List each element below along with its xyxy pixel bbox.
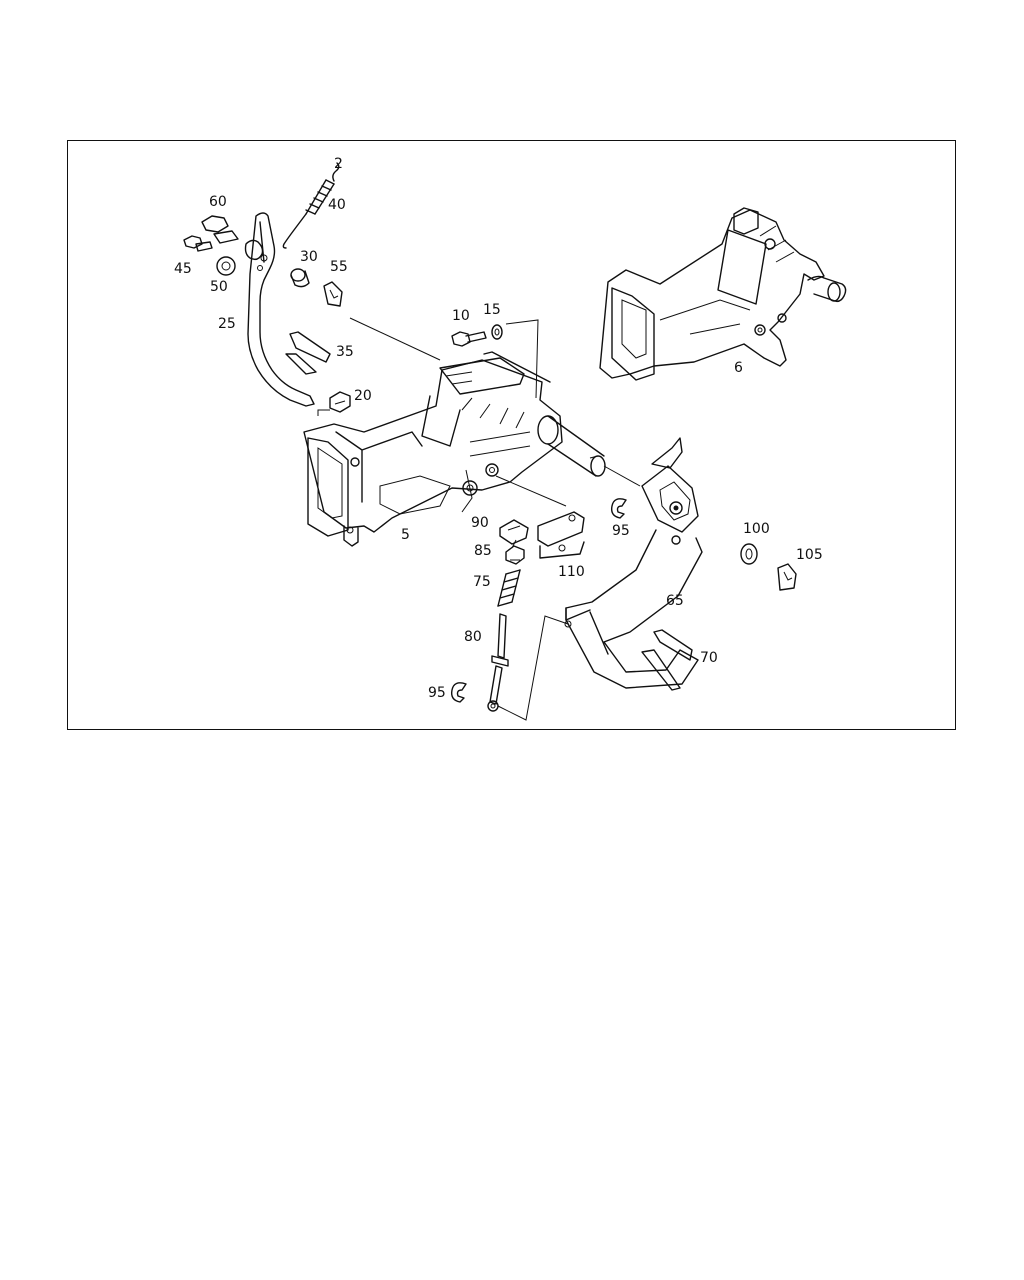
label-110: 110 (558, 564, 585, 580)
label-95-upper: 95 (612, 523, 630, 539)
label-80: 80 (464, 629, 482, 645)
circlip-95-upper (610, 498, 627, 519)
bushing-30 (290, 268, 310, 288)
label-60: 60 (209, 194, 227, 210)
label-45: 45 (174, 261, 192, 277)
label-95-lower: 95 (428, 685, 446, 701)
bolt-45 (183, 235, 213, 252)
nut-20 (329, 391, 351, 413)
label-65: 65 (666, 593, 684, 609)
label-2: 2 (334, 156, 343, 172)
clip-55 (323, 281, 343, 307)
clip-90 (499, 519, 529, 545)
bolt-60 (201, 215, 239, 244)
clip-105 (777, 563, 797, 591)
washer-50 (216, 256, 236, 276)
label-15: 15 (483, 302, 501, 318)
label-70: 70 (700, 650, 718, 666)
return-spring (282, 162, 340, 249)
pedal-pad-70 (641, 629, 693, 691)
label-50: 50 (210, 279, 228, 295)
label-5: 5 (401, 527, 410, 543)
washer-100 (740, 543, 758, 565)
brake-pedal-65 (564, 437, 703, 689)
label-20: 20 (354, 388, 372, 404)
diagram-frame (67, 140, 956, 730)
circlip-95-lower (450, 682, 467, 703)
pedal-bracket-6 (599, 207, 847, 381)
label-85: 85 (474, 543, 492, 559)
label-35: 35 (336, 344, 354, 360)
label-100: 100 (743, 521, 770, 537)
pedal-bracket-5 (303, 351, 606, 547)
spring-75 (497, 569, 521, 607)
clutch-pedal-lever (244, 212, 315, 407)
label-10: 10 (452, 308, 470, 324)
pushrod-80 (487, 613, 509, 712)
part-labels: 2 40 60 45 50 30 55 25 35 10 15 20 6 5 9… (174, 156, 823, 701)
bracket-110 (537, 511, 585, 559)
label-30: 30 (300, 249, 318, 265)
spring-seat-85 (505, 545, 525, 565)
washer-15 (491, 324, 503, 340)
pedal-pad-35 (285, 331, 331, 375)
label-40: 40 (328, 197, 346, 213)
label-75: 75 (473, 574, 491, 590)
label-25: 25 (218, 316, 236, 332)
bolt-10 (451, 331, 487, 347)
leader-lines (317, 317, 641, 721)
label-105: 105 (796, 547, 823, 563)
label-90: 90 (471, 515, 489, 531)
label-6: 6 (734, 360, 743, 376)
label-55: 55 (330, 259, 348, 275)
